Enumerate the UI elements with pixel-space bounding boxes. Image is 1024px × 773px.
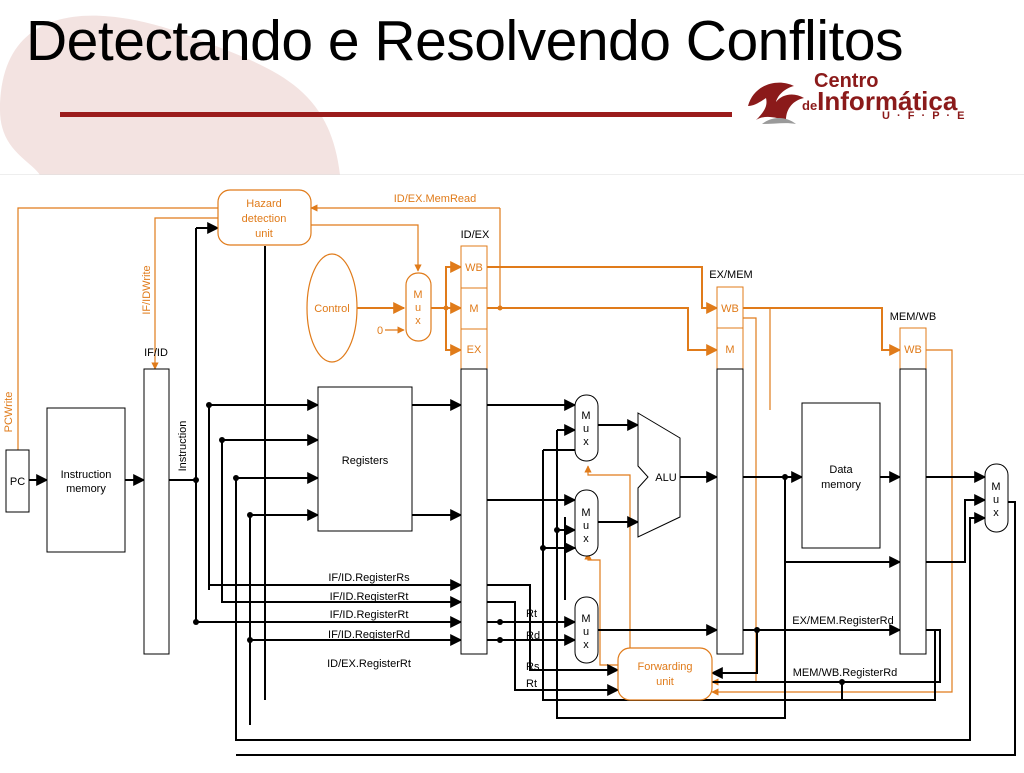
data-memory: Data memory: [801, 402, 881, 549]
mux-c-m: M: [581, 613, 590, 625]
header-decoration: [0, 15, 1024, 175]
ifidwrite-label: IF/IDWrite: [141, 265, 153, 314]
forwarding-unit: Forwarding unit: [617, 647, 713, 701]
control-wires: [17, 204, 953, 696]
alu-mux-b: M u x: [574, 489, 599, 557]
pc-register: PC: [5, 449, 30, 513]
memwb-register: MEM/WB WB: [890, 311, 936, 655]
hazard-line-2: detection: [242, 213, 287, 225]
memread-label: ID/EX.MemRead: [394, 193, 477, 205]
memwb-wb: WB: [904, 344, 922, 356]
hazard-line-1: Hazard: [246, 198, 281, 210]
exmem-m: M: [725, 344, 734, 356]
logo-emblem-icon: [748, 82, 804, 124]
mux-d-u: u: [993, 494, 999, 506]
pcwrite-label: PCWrite: [3, 392, 15, 433]
control-mux: M u x: [405, 272, 432, 342]
ifid-rs-label: IF/ID.RegisterRs: [328, 572, 410, 584]
registers-label: Registers: [342, 455, 389, 467]
dest-reg-mux: M u x: [574, 596, 599, 664]
exmem-register: EX/MEM WB M: [709, 269, 753, 655]
logo-line-2: deInformática: [802, 86, 957, 117]
data-memory-line-2: memory: [821, 479, 861, 491]
hazard-line-3: unit: [255, 228, 273, 240]
idex-m: M: [469, 303, 478, 315]
mux-d-x: x: [993, 507, 999, 519]
mux-a-u: u: [583, 423, 589, 435]
instruction-memory: Instruction memory: [46, 407, 126, 553]
wire-labels: IF/ID.RegisterRs IF/ID.RegisterRt IF/ID.…: [327, 572, 897, 690]
instruction-label: Instruction: [177, 421, 189, 472]
exmem-rd-label: EX/MEM.RegisterRd: [792, 615, 893, 627]
ifid-rt2-label: IF/ID.RegisterRt: [330, 609, 409, 621]
ifidwrite-wire: [151, 217, 218, 370]
alu: ALU: [637, 412, 681, 538]
junction-dots: [193, 402, 845, 685]
forwarding-line-2: unit: [656, 676, 674, 688]
mux-c-u: u: [583, 626, 589, 638]
idex-ex: EX: [467, 344, 482, 356]
zero-label: 0: [377, 325, 383, 337]
logo-line-2-prefix: de: [802, 98, 818, 113]
control-mux-u: u: [415, 302, 421, 314]
pcwrite-wire: [17, 207, 218, 450]
mux-b-x: x: [583, 533, 589, 545]
register-file: Registers: [317, 386, 413, 532]
rs-label: Rs: [526, 661, 540, 673]
rt2-label: Rt: [526, 678, 537, 690]
ifid-register: IF/ID Instruction: [143, 347, 189, 655]
cin-logo: Centro deInformática U · F · P · E: [742, 66, 972, 136]
control-mux-x: x: [415, 315, 421, 327]
decorative-swoosh: [0, 15, 340, 175]
ifid-label: IF/ID: [144, 347, 168, 359]
memwb-rd-label: MEM/WB.RegisterRd: [793, 667, 898, 679]
logo-line-3: U · F · P · E: [882, 110, 967, 122]
exmem-wb: WB: [721, 303, 739, 315]
idex-register: ID/EX WB M EX: [460, 229, 490, 655]
instruction-memory-line-2: memory: [66, 483, 106, 495]
idex-label: ID/EX: [461, 229, 490, 241]
data-wires: [29, 222, 1016, 756]
hazard-to-mux-wire: [311, 224, 422, 272]
alu-mux-a: M u x: [574, 394, 599, 462]
slide-header: Detectando e Resolvendo Conflitos Centro…: [0, 0, 1024, 175]
mux-b-m: M: [581, 507, 590, 519]
ifid-rt1-label: IF/ID.RegisterRt: [330, 591, 409, 603]
rd-label: Rd: [526, 630, 540, 642]
data-memory-line-1: Data: [829, 464, 853, 476]
idex-rt-label: ID/EX.RegisterRt: [327, 658, 411, 670]
control-unit: Control: [306, 253, 358, 363]
logo-line-1: Centro: [814, 70, 879, 92]
hazard-detection-unit: Hazard detection unit: [217, 189, 312, 246]
memwb-label: MEM/WB: [890, 311, 936, 323]
control-mux-m: M: [413, 289, 422, 301]
writeback-mux: M u x: [984, 463, 1009, 533]
instruction-memory-line-1: Instruction: [61, 469, 112, 481]
pipeline-svg: PC Instruction memory IF/ID Instruction …: [3, 189, 1016, 756]
title-underline: [60, 112, 732, 117]
mux-a-m: M: [581, 410, 590, 422]
mux-a-x: x: [583, 436, 589, 448]
logo-line-2-main: Informática: [817, 86, 958, 116]
slide-title: Detectando e Resolvendo Conflitos: [26, 9, 904, 73]
exmem-label: EX/MEM: [709, 269, 752, 281]
alu-label: ALU: [655, 472, 676, 484]
forwarding-line-1: Forwarding: [637, 661, 692, 673]
pc-label: PC: [10, 476, 25, 488]
rt-label: Rt: [526, 608, 537, 620]
pipeline-diagram: PC Instruction memory IF/ID Instruction …: [0, 175, 1024, 768]
mux-d-m: M: [991, 481, 1000, 493]
ifid-rd-label: IF/ID.RegisterRd: [328, 629, 410, 641]
mux-c-x: x: [583, 639, 589, 651]
control-label: Control: [314, 303, 349, 315]
mux-b-u: u: [583, 520, 589, 532]
idex-wb: WB: [465, 262, 483, 274]
